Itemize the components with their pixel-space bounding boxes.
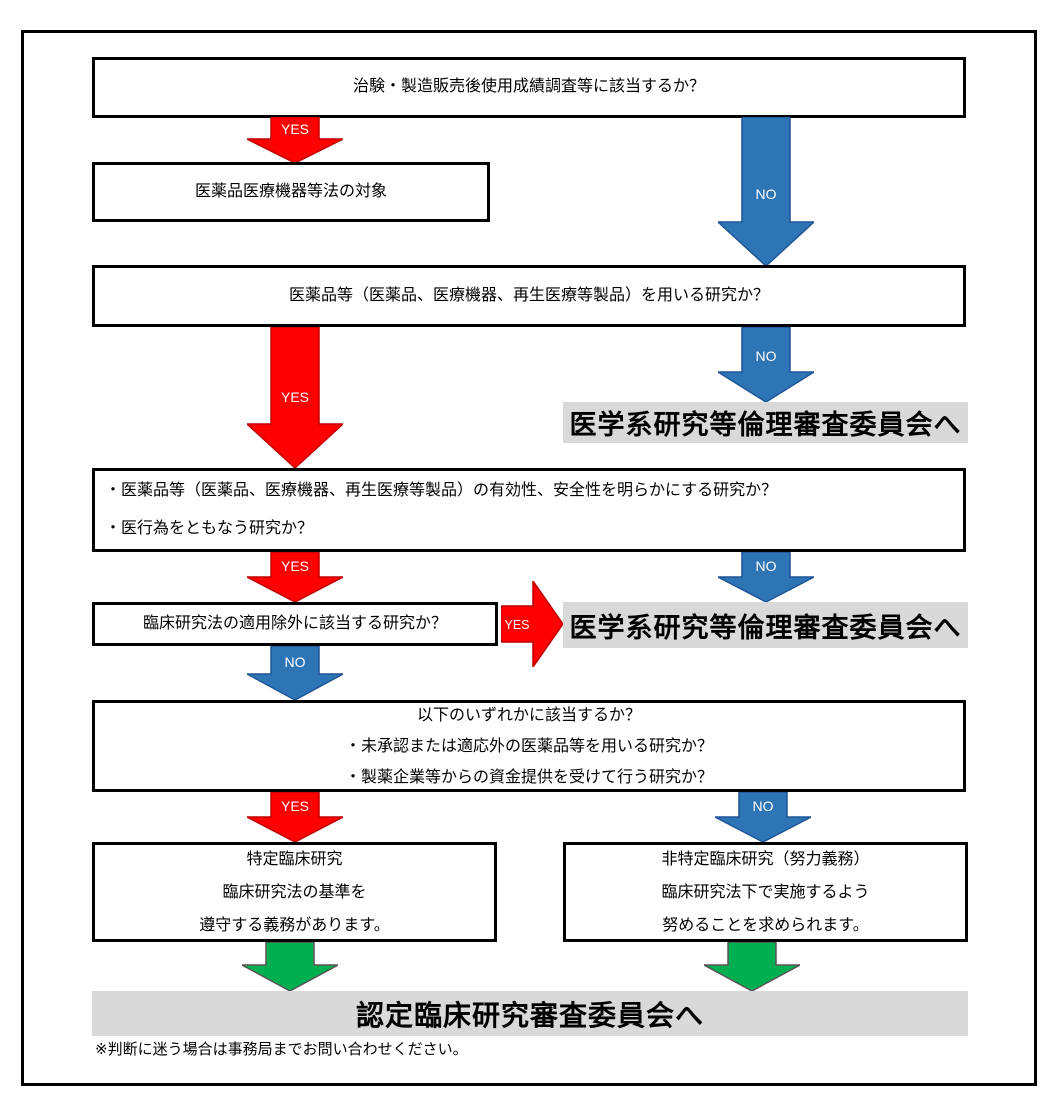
box-q2-uses-drugs: 医薬品等（医薬品、医療機器、再生医療等製品）を用いる研究か？ (92, 265, 966, 327)
yes-arrow-3-label: YES (281, 558, 309, 574)
yes-arrow-1-label: YES (281, 121, 309, 137)
ethics-committee-1-text: 医学系研究等倫理審査委員会へ (569, 410, 962, 440)
yes-arrow-right-label: YES (504, 618, 529, 632)
box-ethics-committee-2: 医学系研究等倫理審査委員会へ (563, 602, 968, 648)
box-q1-text: 治験・製造販売後使用成績調査等に該当するか？ (352, 78, 705, 96)
box-certified-committee: 認定臨床研究審査委員会へ (92, 991, 968, 1036)
no-arrow-3-label: NO (756, 558, 777, 574)
yes-arrow-right-icon: YES (501, 581, 563, 667)
box-pmd-law: 医薬品医療機器等法の対象 (92, 162, 490, 222)
yes-arrow-2-label: YES (281, 389, 309, 405)
box-q5-line2: ・未承認または適応外の医薬品等を用いる研究か？ (344, 737, 713, 755)
no-arrow-4-label: NO (285, 654, 306, 670)
no-arrow-1-label: NO (756, 186, 777, 202)
non-specified-line1: 非特定臨床研究（努力義務） (661, 850, 870, 868)
no-arrow-5-label: NO (753, 798, 774, 814)
ethics-committee-2-text: 医学系研究等倫理審査委員会へ (569, 612, 962, 643)
green-arrow-left-icon (242, 942, 338, 991)
box-pmd-law-text: 医薬品医療機器等法の対象 (194, 182, 387, 200)
specified-line3: 遵守する義務があります。 (199, 916, 390, 934)
yes-arrow-2-icon: YES (247, 327, 343, 468)
yes-arrow-4-icon: YES (247, 792, 343, 842)
box-q3-line2: ・医行為をともなう研究か？ (105, 520, 314, 537)
footer-note: ※判断に迷う場合は事務局までお問い合わせください。 (95, 1041, 468, 1058)
no-arrow-5-icon: NO (715, 792, 811, 842)
outer-frame (21, 30, 1037, 1086)
box-non-specified-clinical-research: 非特定臨床研究（努力義務） 臨床研究法下で実施するよう 努めることを求められます… (563, 842, 968, 942)
green-arrow-right-icon (704, 942, 800, 991)
yes-arrow-3-icon: YES (247, 552, 343, 602)
box-q3-effectiveness-safety: ・医薬品等（医薬品、医療機器、再生医療等製品）の有効性、安全性を明らかにする研究… (92, 468, 966, 552)
no-arrow-3-icon: NO (718, 552, 814, 602)
box-ethics-committee-1: 医学系研究等倫理審査委員会へ (563, 402, 968, 443)
specified-line1: 特定臨床研究 (246, 850, 343, 868)
box-q5-any-of-following: 以下のいずれかに該当するか？ ・未承認または適応外の医薬品等を用いる研究か？ ・… (92, 700, 966, 792)
yes-arrow-4-label: YES (281, 798, 309, 814)
box-specified-clinical-research: 特定臨床研究 臨床研究法の基準を 遵守する義務があります。 (92, 842, 497, 942)
non-specified-line2: 臨床研究法下で実施するよう (661, 883, 870, 901)
no-arrow-1-icon: NO (718, 117, 814, 266)
specified-line2: 臨床研究法の基準を (222, 883, 367, 901)
box-q4-text: 臨床研究法の適用除外に該当する研究か？ (142, 614, 447, 632)
yes-arrow-1-icon: YES (247, 117, 343, 163)
non-specified-line3: 努めることを求められます。 (662, 916, 869, 934)
no-arrow-2-icon: NO (718, 327, 814, 402)
box-q2-text: 医薬品等（医薬品、医療機器、再生医療等製品）を用いる研究か？ (288, 286, 769, 304)
box-q5-line1: 以下のいずれかに該当するか？ (416, 706, 641, 724)
no-arrow-2-label: NO (756, 348, 777, 364)
box-q1-trial-survey: 治験・製造販売後使用成績調査等に該当するか？ (92, 57, 966, 118)
box-q5-line3: ・製薬企業等からの資金提供を受けて行う研究か？ (344, 768, 713, 786)
box-q4-exclusion: 臨床研究法の適用除外に該当する研究か？ (92, 602, 498, 646)
certified-committee-text: 認定臨床研究審査委員会へ (355, 999, 704, 1031)
box-q3-line1: ・医薬品等（医薬品、医療機器、再生医療等製品）の有効性、安全性を明らかにする研究… (105, 482, 778, 499)
no-arrow-4-icon: NO (247, 646, 343, 700)
